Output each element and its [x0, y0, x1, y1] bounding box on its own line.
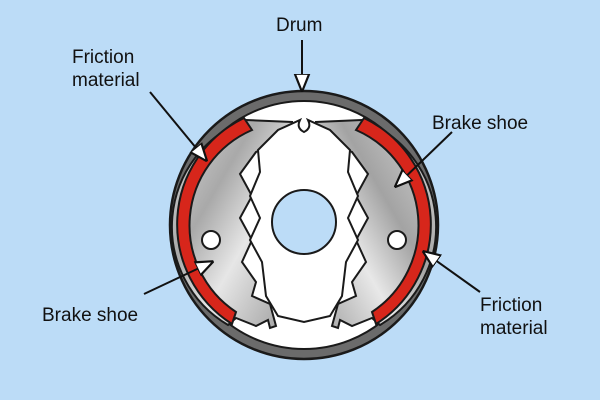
drum-label: Drum — [276, 15, 323, 36]
brake-shoe-left-label: Brake shoe — [42, 305, 139, 326]
friction-material-left-label: Friction material — [72, 47, 140, 91]
right-pivot-hole — [387, 230, 407, 250]
friction-left-arrow — [149, 91, 206, 160]
friction-material-right-label: Friction material — [480, 295, 548, 339]
brake-shoe-right-label: Brake shoe — [432, 113, 529, 134]
hub-hole — [271, 189, 337, 255]
left-pivot-hole — [201, 230, 221, 250]
shoe-left-arrow — [143, 262, 212, 295]
friction-right-arrow — [424, 252, 481, 293]
shoe-right-arrow — [396, 131, 453, 186]
